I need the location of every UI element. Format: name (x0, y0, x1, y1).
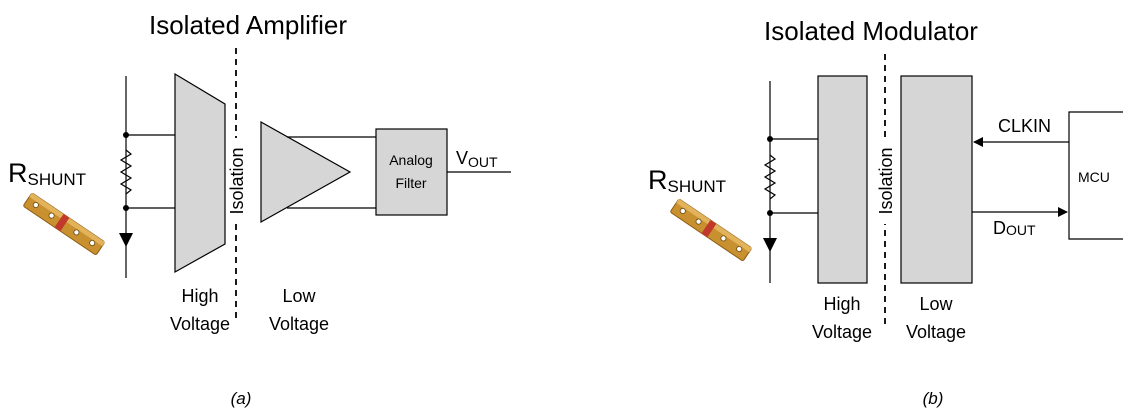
panel-a-resistor-icon (119, 149, 133, 195)
panel-a-filter-label-2: Filter (395, 175, 426, 191)
panel-b-current-arrow-icon (763, 238, 777, 252)
panel-a-filter-label-1: Analog (389, 152, 433, 168)
panel-b-node-top (767, 136, 773, 142)
panel-b-mcu-label: MCU (1078, 169, 1110, 185)
panel-a-shunt-resistor-icon (23, 192, 105, 255)
panel-b-isolated-modulator: Isolated Modulator RSHUNT Isolation C (648, 16, 1123, 408)
panel-a-caption: (a) (231, 389, 252, 408)
panel-b-high-label-1: High (823, 294, 860, 314)
panel-b-high-voltage-block (817, 75, 868, 284)
panel-b-title: Isolated Modulator (764, 16, 978, 46)
panel-b-shunt-label: RSHUNT (648, 165, 726, 196)
panel-b-clkin-label: CLKIN (998, 116, 1051, 136)
panel-a-node-bottom (123, 205, 129, 211)
panel-b-isolation-label: Isolation (876, 147, 896, 214)
panel-a-analog-filter-block (375, 128, 448, 216)
panel-b-isolation-label-bg (876, 138, 894, 224)
panel-a-current-arrow-icon (119, 233, 133, 247)
panel-b-low-voltage-block (900, 75, 973, 284)
panel-a-high-label-2: Voltage (170, 314, 230, 334)
panel-a-vout-label: VOUT (456, 148, 498, 170)
panel-a-modulator-block (174, 72, 226, 274)
panel-a-title: Isolated Amplifier (149, 10, 347, 40)
panel-b-dout-label: DOUT (993, 218, 1036, 238)
panel-a-low-label-2: Voltage (269, 314, 329, 334)
panel-a-isolated-amplifier: Isolated Amplifier RSHUNT Isolation (8, 10, 511, 408)
panel-a-high-label-1: High (181, 286, 218, 306)
panel-b-caption: (b) (923, 389, 944, 408)
panel-b-low-label-2: Voltage (906, 322, 966, 342)
panel-a-isolation-label: Isolation (227, 147, 247, 214)
panel-a-node-top (123, 132, 129, 138)
panel-b-mcu-block (1068, 111, 1123, 240)
panel-a-shunt-label: RSHUNT (8, 158, 86, 189)
panel-b-node-bottom (767, 210, 773, 216)
panel-b-shunt-resistor-icon (670, 198, 752, 261)
panel-b-high-label-2: Voltage (812, 322, 872, 342)
panel-b-resistor-icon (763, 154, 777, 200)
panel-a-amplifier-triangle (260, 120, 352, 224)
panel-a-low-label-1: Low (282, 286, 316, 306)
panel-a-isolation-label-bg (227, 138, 245, 224)
panel-b-low-label-1: Low (919, 294, 953, 314)
